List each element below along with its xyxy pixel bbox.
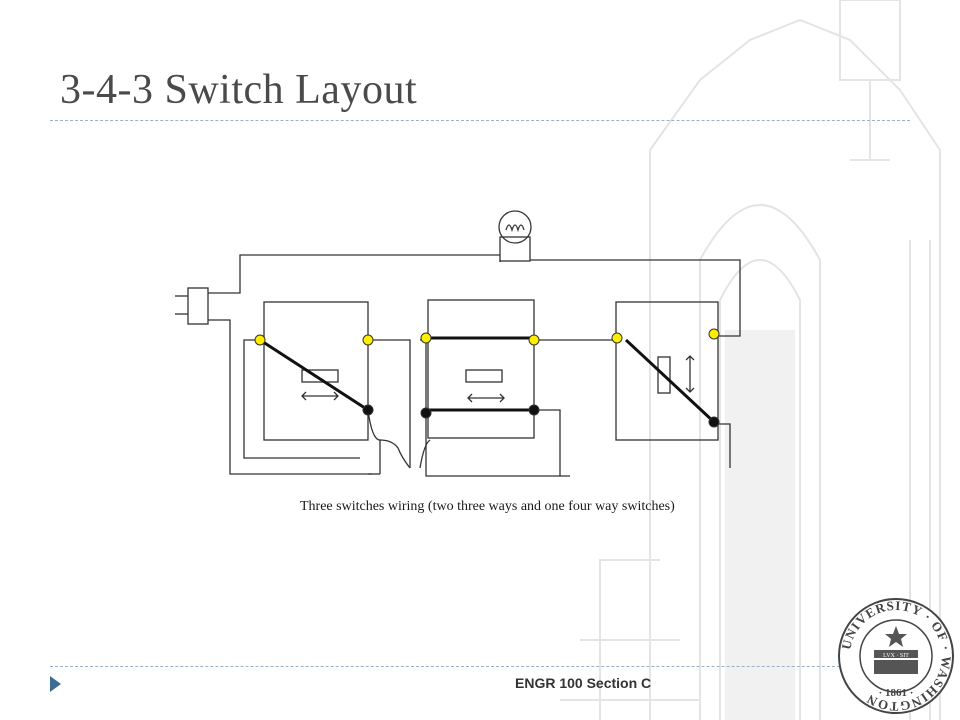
terminal-black xyxy=(528,404,540,416)
diagram-caption: Three switches wiring (two three ways an… xyxy=(300,499,675,514)
four-way-switch xyxy=(427,299,535,439)
footer-text: ENGR 100 Section C xyxy=(515,675,652,691)
bullet-arrow-icon xyxy=(50,676,61,692)
terminal-black xyxy=(708,416,720,428)
plug-icon xyxy=(175,287,209,325)
university-seal-logo: UNIVERSITY · OF · WASHINGTON LVX · SIT ·… xyxy=(838,598,954,714)
svg-text:LVX · SIT: LVX · SIT xyxy=(883,653,909,659)
terminal-yellow xyxy=(708,328,720,340)
terminal-yellow xyxy=(254,334,266,346)
three-way-switch-1 xyxy=(263,301,369,441)
terminal-black xyxy=(420,407,432,419)
slide-title: 3-4-3 Switch Layout xyxy=(60,67,418,113)
terminal-yellow xyxy=(611,332,623,344)
footer-divider xyxy=(50,666,910,667)
terminal-yellow xyxy=(362,334,374,346)
title-divider xyxy=(50,120,910,121)
terminal-yellow xyxy=(528,334,540,346)
svg-text:· 1861 ·: · 1861 · xyxy=(879,687,914,699)
three-way-switch-2 xyxy=(615,301,719,441)
terminal-yellow xyxy=(420,332,432,344)
terminal-black xyxy=(362,404,374,416)
light-bulb-icon xyxy=(498,210,532,262)
